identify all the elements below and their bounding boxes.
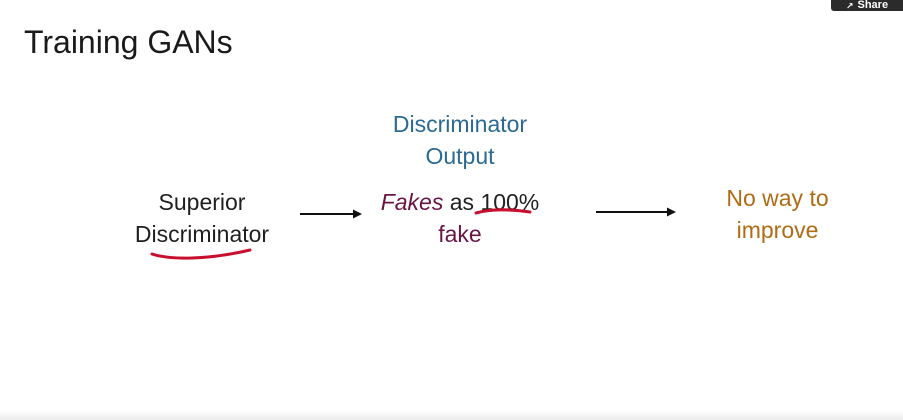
external-share-icon: ↗ [845,1,854,11]
node-no-way-to-improve: No way to improve [690,182,865,246]
node-superior-line2: Discriminator [134,221,270,247]
as-text: as [443,189,481,215]
result-line1: No way to [726,185,829,211]
fakes-text: Fakes [380,189,444,215]
slide-title: Training GANs [24,24,233,60]
node-superior-line1: Superior [158,189,246,215]
share-button-label: Share [857,0,889,11]
bottom-fade [0,410,903,420]
underline-discriminator-annotation [150,248,252,260]
node-superior-discriminator: Superior Discriminator [112,186,292,250]
output-header-line2: Output [425,143,495,169]
node-discriminator-output-header: Discriminator Output [360,108,560,172]
underline-100-percent-annotation [474,208,532,215]
share-button[interactable]: ↗ Share [831,0,903,11]
result-line2: improve [736,217,819,243]
output-body-line2: fake [438,221,482,247]
output-header-line1: Discriminator [392,111,528,137]
arrow-2 [596,207,676,217]
arrow-1 [300,209,362,219]
